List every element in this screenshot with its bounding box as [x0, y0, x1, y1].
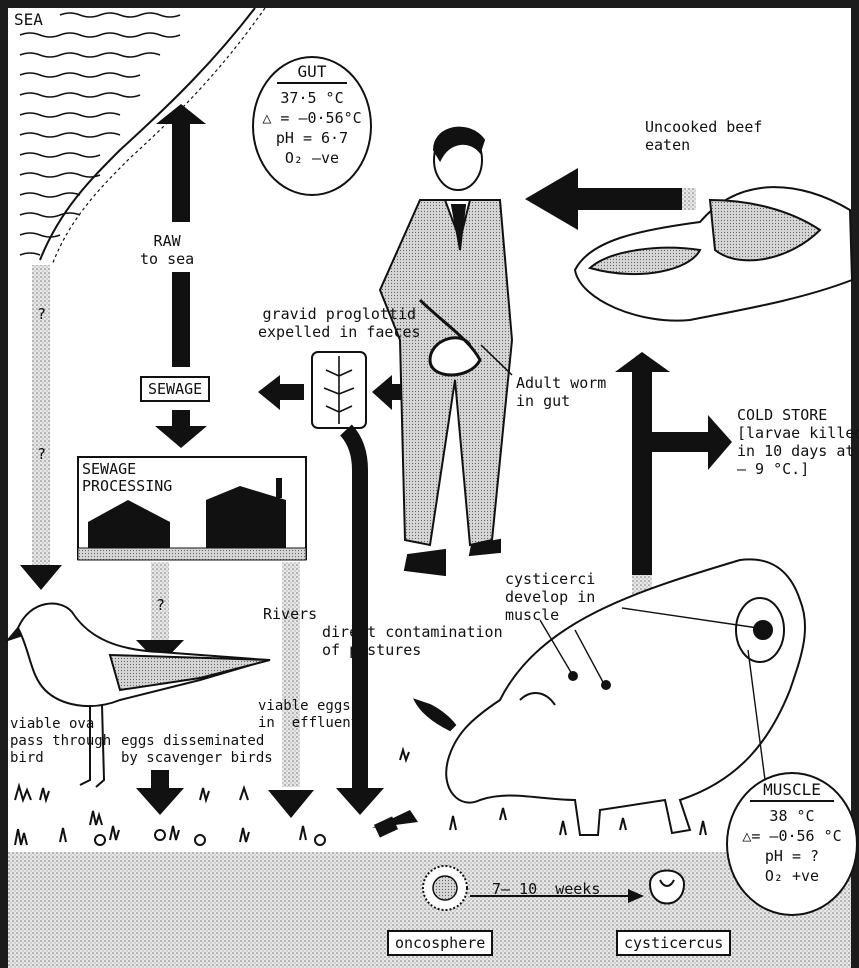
- muscle-delta: △= –0·56 °C: [728, 826, 856, 846]
- cysticercus-shape: [650, 871, 684, 904]
- direct-contamination-label: direct contamination of pastures: [322, 623, 503, 659]
- cysticerci-develop-label: cysticerci develop in muscle: [505, 570, 595, 624]
- beef-to-man-shaft: [572, 188, 682, 210]
- raw-to-sea-shaft-top: [172, 122, 190, 222]
- man-to-proglottid-arrowhead: [372, 375, 392, 410]
- gravid-proglottid-label: gravid proglottid expelled in faeces: [258, 305, 421, 341]
- oncosphere: [423, 866, 467, 910]
- raw-to-sea-label: RAW to sea: [140, 232, 194, 268]
- direct-contamination-arrowhead: [336, 788, 384, 815]
- birds-to-pasture-shaft: [151, 770, 169, 790]
- gut-temp: 37·5 °C: [254, 88, 370, 108]
- question-mark-sea-2: ?: [37, 445, 46, 463]
- gut-conditions: GUT 37·5 °C △ = —0·56°C pH = 6·7 O₂ –ve: [252, 56, 372, 196]
- cold-store-arrowhead: [708, 415, 732, 470]
- rivers-arrowhead: [268, 790, 314, 818]
- direct-contamination-shaft: [346, 430, 360, 790]
- sea-waves: [20, 13, 180, 255]
- birds-to-pasture-arrowhead: [136, 788, 184, 815]
- sea-to-bird-arrowhead: [20, 565, 62, 590]
- question-mark-sea-1: ?: [37, 305, 46, 323]
- viable-ova-label: viable ova pass through bird: [10, 716, 111, 767]
- cold-store-label: COLD STORE [larvae killed in 10 days at …: [737, 406, 859, 478]
- sewage-down-arrowhead: [155, 426, 207, 448]
- sea-label: SEA: [14, 11, 43, 29]
- raw-to-sea-arrowhead: [156, 104, 206, 124]
- gut-o2: O₂ –ve: [254, 148, 370, 168]
- weeks-label: 7– 10 weeks: [492, 880, 600, 898]
- muscle-temp: 38 °C: [728, 806, 856, 826]
- muscle-title: MUSCLE: [750, 780, 834, 802]
- muscle-o2: O₂ +ve: [728, 866, 856, 886]
- to-sewage-shaft: [278, 384, 304, 400]
- cold-store-branch-shaft: [652, 432, 712, 452]
- rivers-label: Rivers: [263, 605, 317, 623]
- muscle-ph: pH = ?: [728, 846, 856, 866]
- frame-top: [0, 0, 859, 8]
- raw-to-sea-shaft-bottom: [172, 272, 190, 367]
- sewage-down-shaft: [172, 410, 190, 428]
- coastline: [40, 8, 255, 260]
- gut-title: GUT: [277, 62, 347, 84]
- muscle-conditions: MUSCLE 38 °C △= –0·56 °C pH = ? O₂ +ve: [726, 772, 858, 916]
- sewage-processing-label: SEWAGE PROCESSING: [82, 461, 172, 495]
- gut-ph: pH = 6·7: [254, 128, 370, 148]
- question-mark-processing: ?: [156, 596, 165, 614]
- viable-eggs-label: viable eggs in effluent: [258, 698, 359, 732]
- cysticercus-label: cysticercus: [616, 930, 731, 956]
- cattle-to-beef-shaft: [632, 370, 652, 580]
- sewage-box: SEWAGE: [140, 376, 210, 402]
- beef-arrow-tail: [682, 188, 696, 210]
- frame-left: [0, 0, 8, 968]
- cattle-to-beef-arrowhead: [615, 352, 670, 372]
- oncosphere-label: oncosphere: [387, 930, 493, 956]
- rivers-shaft: [282, 562, 300, 787]
- proglottid: [312, 352, 366, 428]
- to-sewage-arrowhead: [258, 375, 280, 410]
- gut-delta: △ = —0·56°C: [254, 108, 370, 128]
- adult-worm-label: Adult worm in gut: [516, 374, 606, 410]
- eggs-disseminated-label: eggs disseminated by scavenger birds: [121, 733, 273, 767]
- uncooked-beef-label: Uncooked beef eaten: [645, 118, 762, 154]
- beef-to-man-arrowhead: [525, 168, 578, 230]
